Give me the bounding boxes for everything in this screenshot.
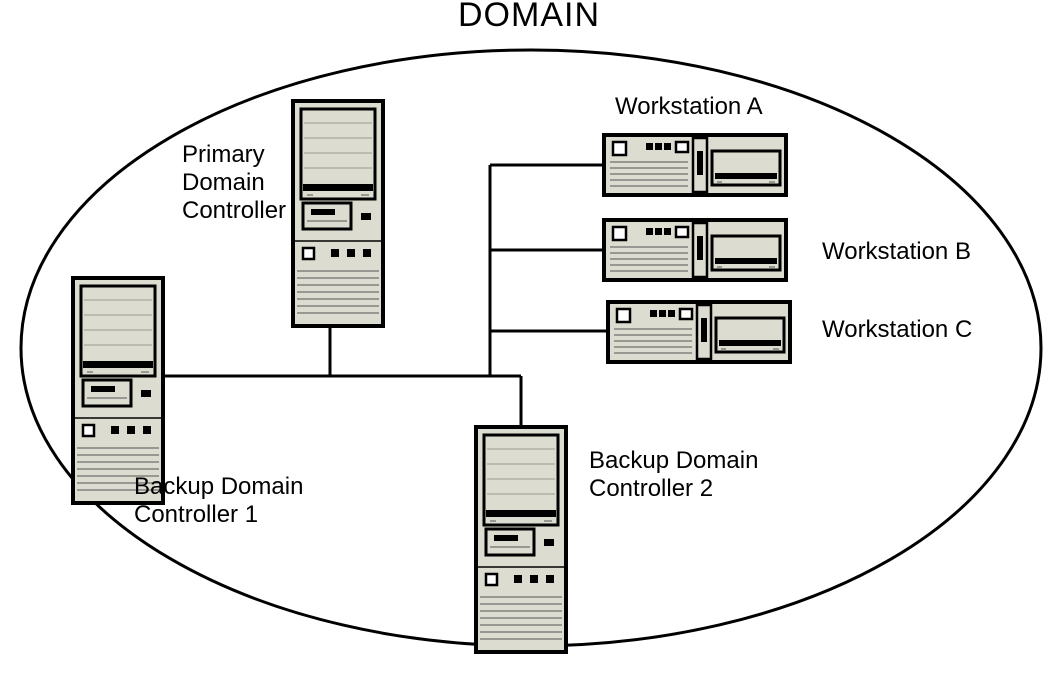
workstation-b-icon — [602, 218, 788, 282]
diagram-title: DOMAIN — [458, 0, 600, 34]
workstation-c-label: Workstation C — [822, 316, 973, 343]
bdc1-label-line2: Controller 1 — [134, 501, 259, 528]
workstation-c-icon — [606, 300, 792, 364]
pdc-label-line3: Controller — [182, 197, 287, 224]
pdc-server-icon — [291, 99, 385, 328]
bdc2-server-icon — [474, 425, 568, 654]
workstation-b-label: Workstation B — [822, 238, 971, 265]
workstation-a-label: Workstation A — [615, 93, 763, 120]
bdc2-label: Backup Domain Controller 2 — [589, 447, 758, 503]
pdc-label-line1: Primary — [182, 141, 265, 168]
bdc1-server-icon — [71, 276, 165, 505]
pdc-label-line2: Domain — [182, 169, 265, 196]
network-links — [163, 163, 608, 427]
bdc2-label-line2: Controller 2 — [589, 475, 714, 502]
bdc2-label-line1: Backup Domain — [589, 447, 759, 474]
bdc1-label-line1: Backup Domain — [134, 473, 304, 500]
bdc1-label: Backup Domain Controller 1 — [134, 473, 303, 529]
workstation-a-icon — [602, 133, 788, 197]
pdc-label: Primary Domain Controller — [182, 141, 286, 225]
